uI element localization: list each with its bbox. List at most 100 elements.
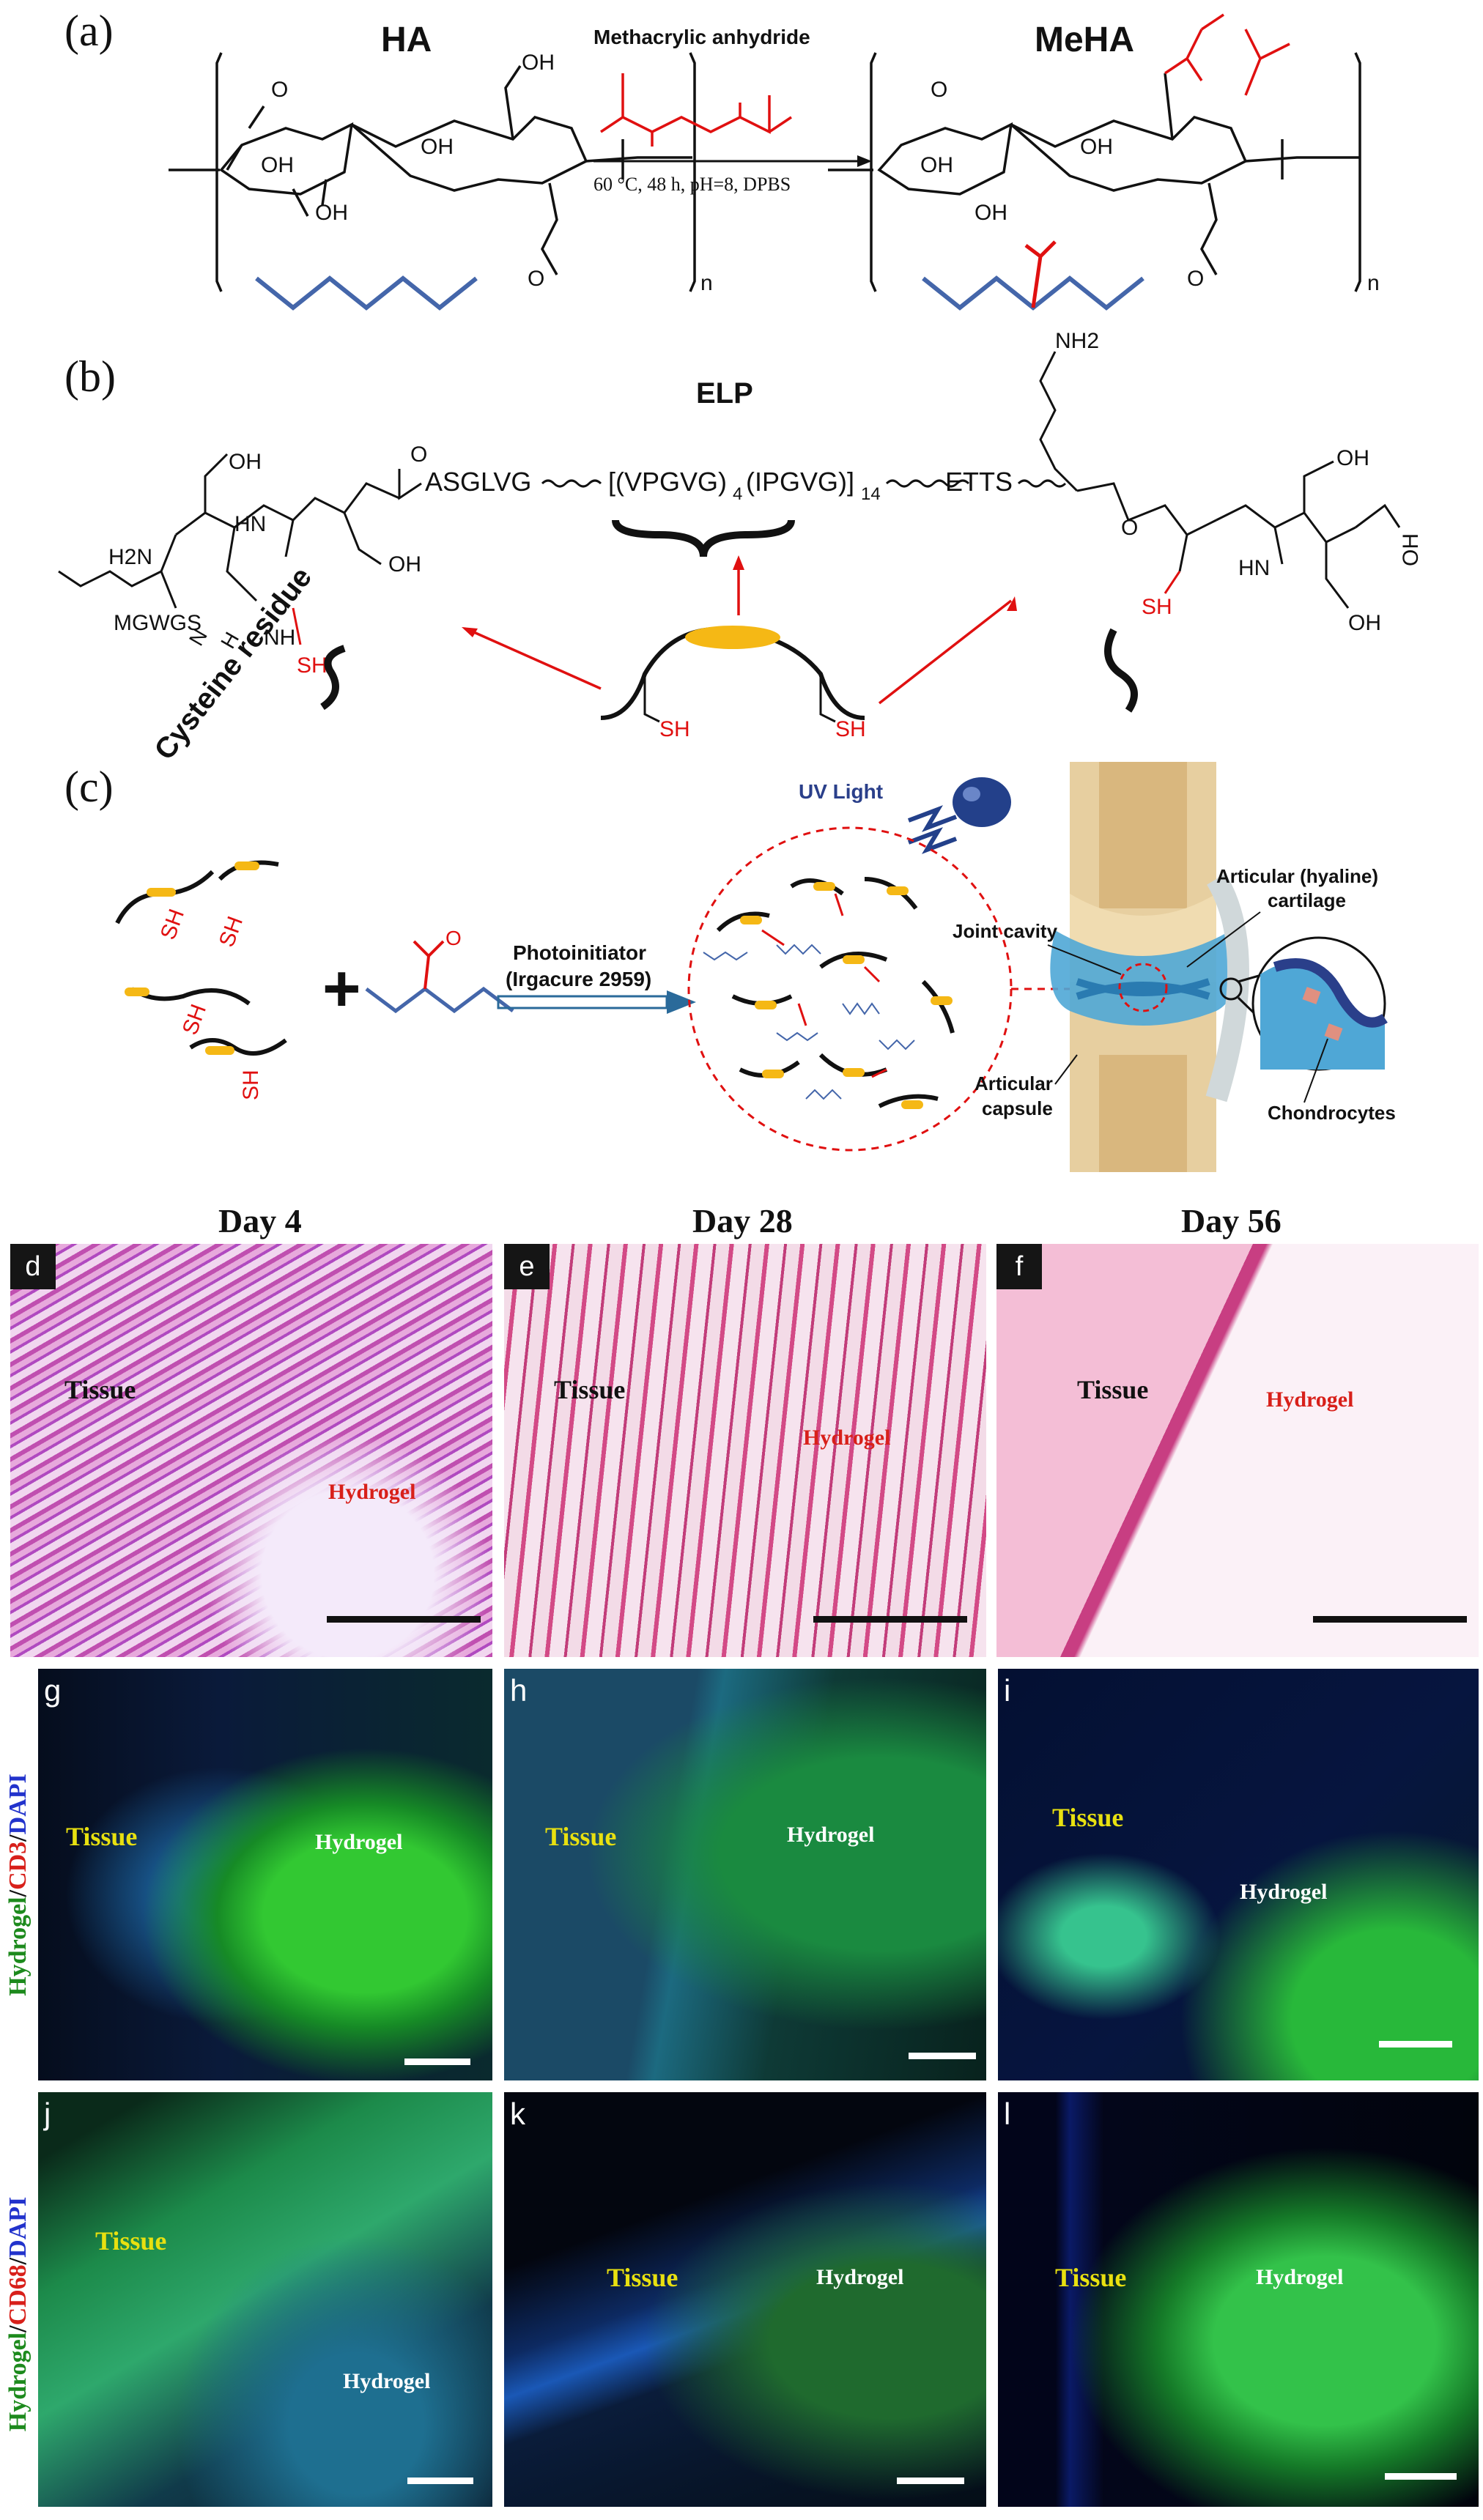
hydrogel-label-g: Hydrogel <box>315 1830 403 1854</box>
scale-bar-k <box>897 2478 964 2484</box>
cd68-panel-day4: j Tissue Hydrogel <box>38 2092 492 2507</box>
tissue-label-l: Tissue <box>1055 2263 1127 2292</box>
tag-f: f <box>996 1244 1042 1289</box>
he-panel-day4: d Tissue Hydrogel <box>10 1244 492 1657</box>
day-title-56: Day 56 <box>1181 1202 1282 1239</box>
tag-e: e <box>504 1244 550 1289</box>
tag-d: d <box>10 1244 56 1289</box>
side-label-cd68-sep2: / <box>4 2257 32 2265</box>
cartilage-label-1: Articular (hyaline) <box>1216 865 1378 887</box>
left-peptide-structure <box>58 453 422 609</box>
left-brace-icon <box>320 645 346 711</box>
cysteine-residue-label: Cysteine residue <box>148 561 318 762</box>
meha-oh-3: OH <box>1080 135 1113 159</box>
elp-title: ELP <box>696 377 753 410</box>
meha-label: MeHA <box>1035 21 1134 59</box>
right-oh-2: OH <box>1348 611 1381 635</box>
photocrosslink-scheme: SH SH SH SH + O Photoinitiator (Irgacure… <box>115 762 1396 1172</box>
cd3-panel-day28: h Tissue Hydrogel <box>504 1669 986 2080</box>
right-peptide-structure <box>1039 351 1401 609</box>
elp-scheme: ELP ASGLVG [(VPGVG) 4 (IPGVG)] 14 ETTS O… <box>58 329 1423 762</box>
he-panel-day56: f Tissue Hydrogel <box>996 1244 1479 1657</box>
he-panel-day28: e Tissue Hydrogel <box>504 1244 986 1657</box>
meha-structure <box>828 52 1361 292</box>
meha-methacrylate <box>1164 13 1290 96</box>
left-h2n: H2N <box>108 545 152 569</box>
irgacure-label: (Irgacure 2959) <box>506 968 651 990</box>
cd3-panel-day4: g Tissue Hydrogel <box>38 1669 492 2080</box>
hydrogel-label-k: Hydrogel <box>816 2265 904 2289</box>
right-oh-3: OH <box>1399 533 1423 566</box>
red-arrows <box>468 568 1013 705</box>
meha-oh-1: OH <box>920 153 953 177</box>
capsule-label-2: capsule <box>982 1097 1053 1119</box>
cd68-panel-day28: k Tissue Hydrogel <box>504 2092 986 2507</box>
tissue-label-f: Tissue <box>1077 1375 1149 1404</box>
network-meha <box>703 944 915 1100</box>
hydrogel-label-i: Hydrogel <box>1240 1880 1328 1904</box>
tag-h: h <box>510 1673 528 1708</box>
hydrogel-label-h: Hydrogel <box>787 1823 875 1847</box>
side-label-cd68: Hydrogel/CD68/DAPI <box>4 2109 32 2519</box>
ha-label: HA <box>381 21 432 59</box>
elp-wavy-bonds <box>541 479 1067 488</box>
reagent-label: Methacrylic anhydride <box>593 26 810 48</box>
tissue-label-j: Tissue <box>95 2226 167 2256</box>
left-o: O <box>410 442 427 467</box>
panel-label-c: (c) <box>64 763 114 811</box>
side-label-cd3-sep2: / <box>4 1834 32 1842</box>
ha-oh-2: OH <box>315 201 348 225</box>
side-label-cd68-red: CD68 <box>4 2264 32 2326</box>
hydrogel-label-e: Hydrogel <box>803 1426 891 1450</box>
tag-g: g <box>44 1673 62 1708</box>
cartilage-label-2: cartilage <box>1268 889 1346 911</box>
cartoon-sh-left: SH <box>659 717 690 741</box>
side-label-cd68-sep1: / <box>4 2325 32 2332</box>
side-label-cd3-sep1: / <box>4 1889 32 1897</box>
elp-seq-right: ETTS <box>945 467 1013 497</box>
cartoon-sh-right: SH <box>835 717 866 741</box>
scale-bar-i <box>1379 2041 1452 2048</box>
tissue-label-e: Tissue <box>554 1375 626 1404</box>
joint-cavity-label: Joint cavity <box>953 920 1058 942</box>
scale-bar-e <box>813 1616 967 1623</box>
ha-zigzag-icon <box>255 275 478 311</box>
meha-carboxylate: O <box>931 78 947 102</box>
side-label-cd3: Hydrogel/CD3/DAPI <box>4 1680 32 2090</box>
ha-oh-3: OH <box>421 135 454 159</box>
ha-oh-4: OH <box>522 51 555 75</box>
left-hn: HN <box>234 512 266 536</box>
hydrogel-label-l: Hydrogel <box>1256 2265 1344 2289</box>
meha-pendant-icon <box>1024 240 1057 308</box>
photoinitiator-label: Photoinitiator <box>513 941 646 964</box>
meha-o: O <box>445 927 462 949</box>
hydrogel-label-f: Hydrogel <box>1266 1387 1354 1412</box>
ha-reaction-scheme: HA OH OH OH OH O O n Methacrylic anhydri… <box>169 13 1380 311</box>
sh-3: SH <box>178 1001 211 1038</box>
elp-sub-4: 4 <box>733 484 742 504</box>
capsule-label-1: Articular <box>975 1072 1053 1094</box>
scale-bar-f <box>1313 1616 1467 1623</box>
uv-light-label: UV Light <box>799 780 883 803</box>
left-oh-1: OH <box>388 552 421 577</box>
side-label-cd3-red: CD3 <box>4 1841 32 1890</box>
meha-oh-2: OH <box>975 201 1007 225</box>
left-sh: SH <box>297 653 328 678</box>
conditions-label: 60 °C, 48 h, pH=8, DPBS <box>593 174 791 195</box>
side-label-cd68-blue: DAPI <box>4 2196 32 2258</box>
scale-bar-h <box>909 2053 976 2059</box>
right-sh: SH <box>1142 595 1172 619</box>
right-oh-1: OH <box>1336 446 1369 470</box>
right-brace-icon <box>1104 628 1138 713</box>
plus-sign: + <box>322 952 361 1026</box>
right-o-1: O <box>1121 516 1138 540</box>
meha-subscript-n: n <box>1367 271 1380 295</box>
network-strands <box>716 877 955 1108</box>
ha-subscript-n: n <box>700 271 713 295</box>
left-oh-2: OH <box>229 450 262 474</box>
side-label-cd68-green: Hydrogel <box>4 2332 32 2432</box>
tag-j: j <box>44 2097 51 2131</box>
tissue-label-k: Tissue <box>607 2263 678 2292</box>
day-title-4: Day 4 <box>218 1202 302 1239</box>
tag-l: l <box>1004 2097 1011 2131</box>
